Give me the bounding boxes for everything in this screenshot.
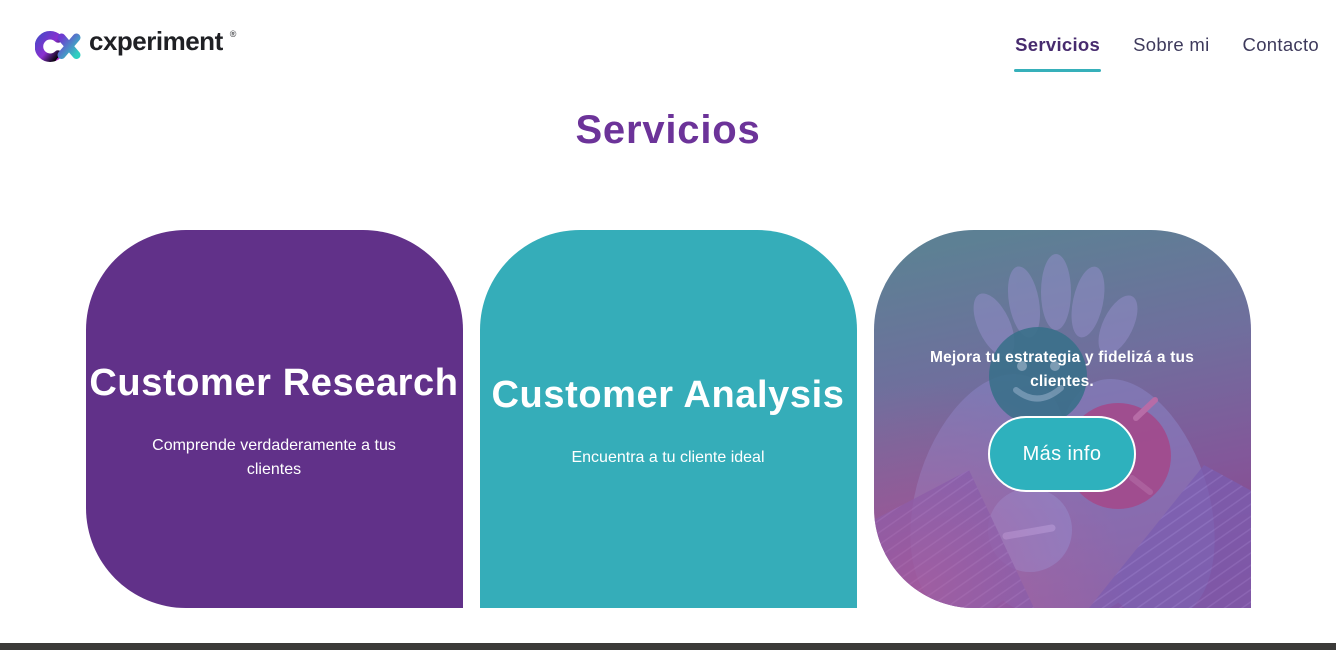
page-title: Servicios [575,108,761,152]
cx-infinity-logo-icon [35,31,81,62]
nav-link-contacto[interactable]: Contacto [1242,34,1319,55]
main-nav: Servicios Sobre mi Contacto [1014,32,1320,72]
card-subtitle: Comprende verdaderamente a tus clientes [152,437,396,478]
card-subtitle: Encuentra a tu cliente ideal [571,449,765,466]
card-title: Customer Research [89,362,459,404]
nav-link-sobre-mi[interactable]: Sobre mi [1133,34,1210,55]
brand-name: cxperiment [89,26,223,56]
card-customer-analysis[interactable]: Customer Analysis Encuentra a tu cliente… [479,230,857,608]
nav-link-servicios[interactable]: Servicios [1014,32,1102,72]
cta-text: Mejora tu estrategia y fidelizá a tus cl… [929,349,1195,390]
registered-mark: ® [229,29,237,39]
brand-logo[interactable]: cxperiment ® [35,27,236,63]
services-cards: Customer Research Comprende verdaderamen… [0,230,1336,608]
card-title: Customer Analysis [491,374,845,416]
footer-bar [0,643,1336,650]
card-customer-research[interactable]: Customer Research Comprende verdaderamen… [85,230,463,608]
mas-info-button[interactable]: Más info [988,416,1136,492]
header: cxperiment ® Servicios Sobre mi Contacto [0,0,1336,90]
card-cta-mas-info: Mejora tu estrategia y fidelizá a tus cl… [873,230,1251,608]
cta-content: Mejora tu estrategia y fidelizá a tus cl… [915,230,1210,608]
